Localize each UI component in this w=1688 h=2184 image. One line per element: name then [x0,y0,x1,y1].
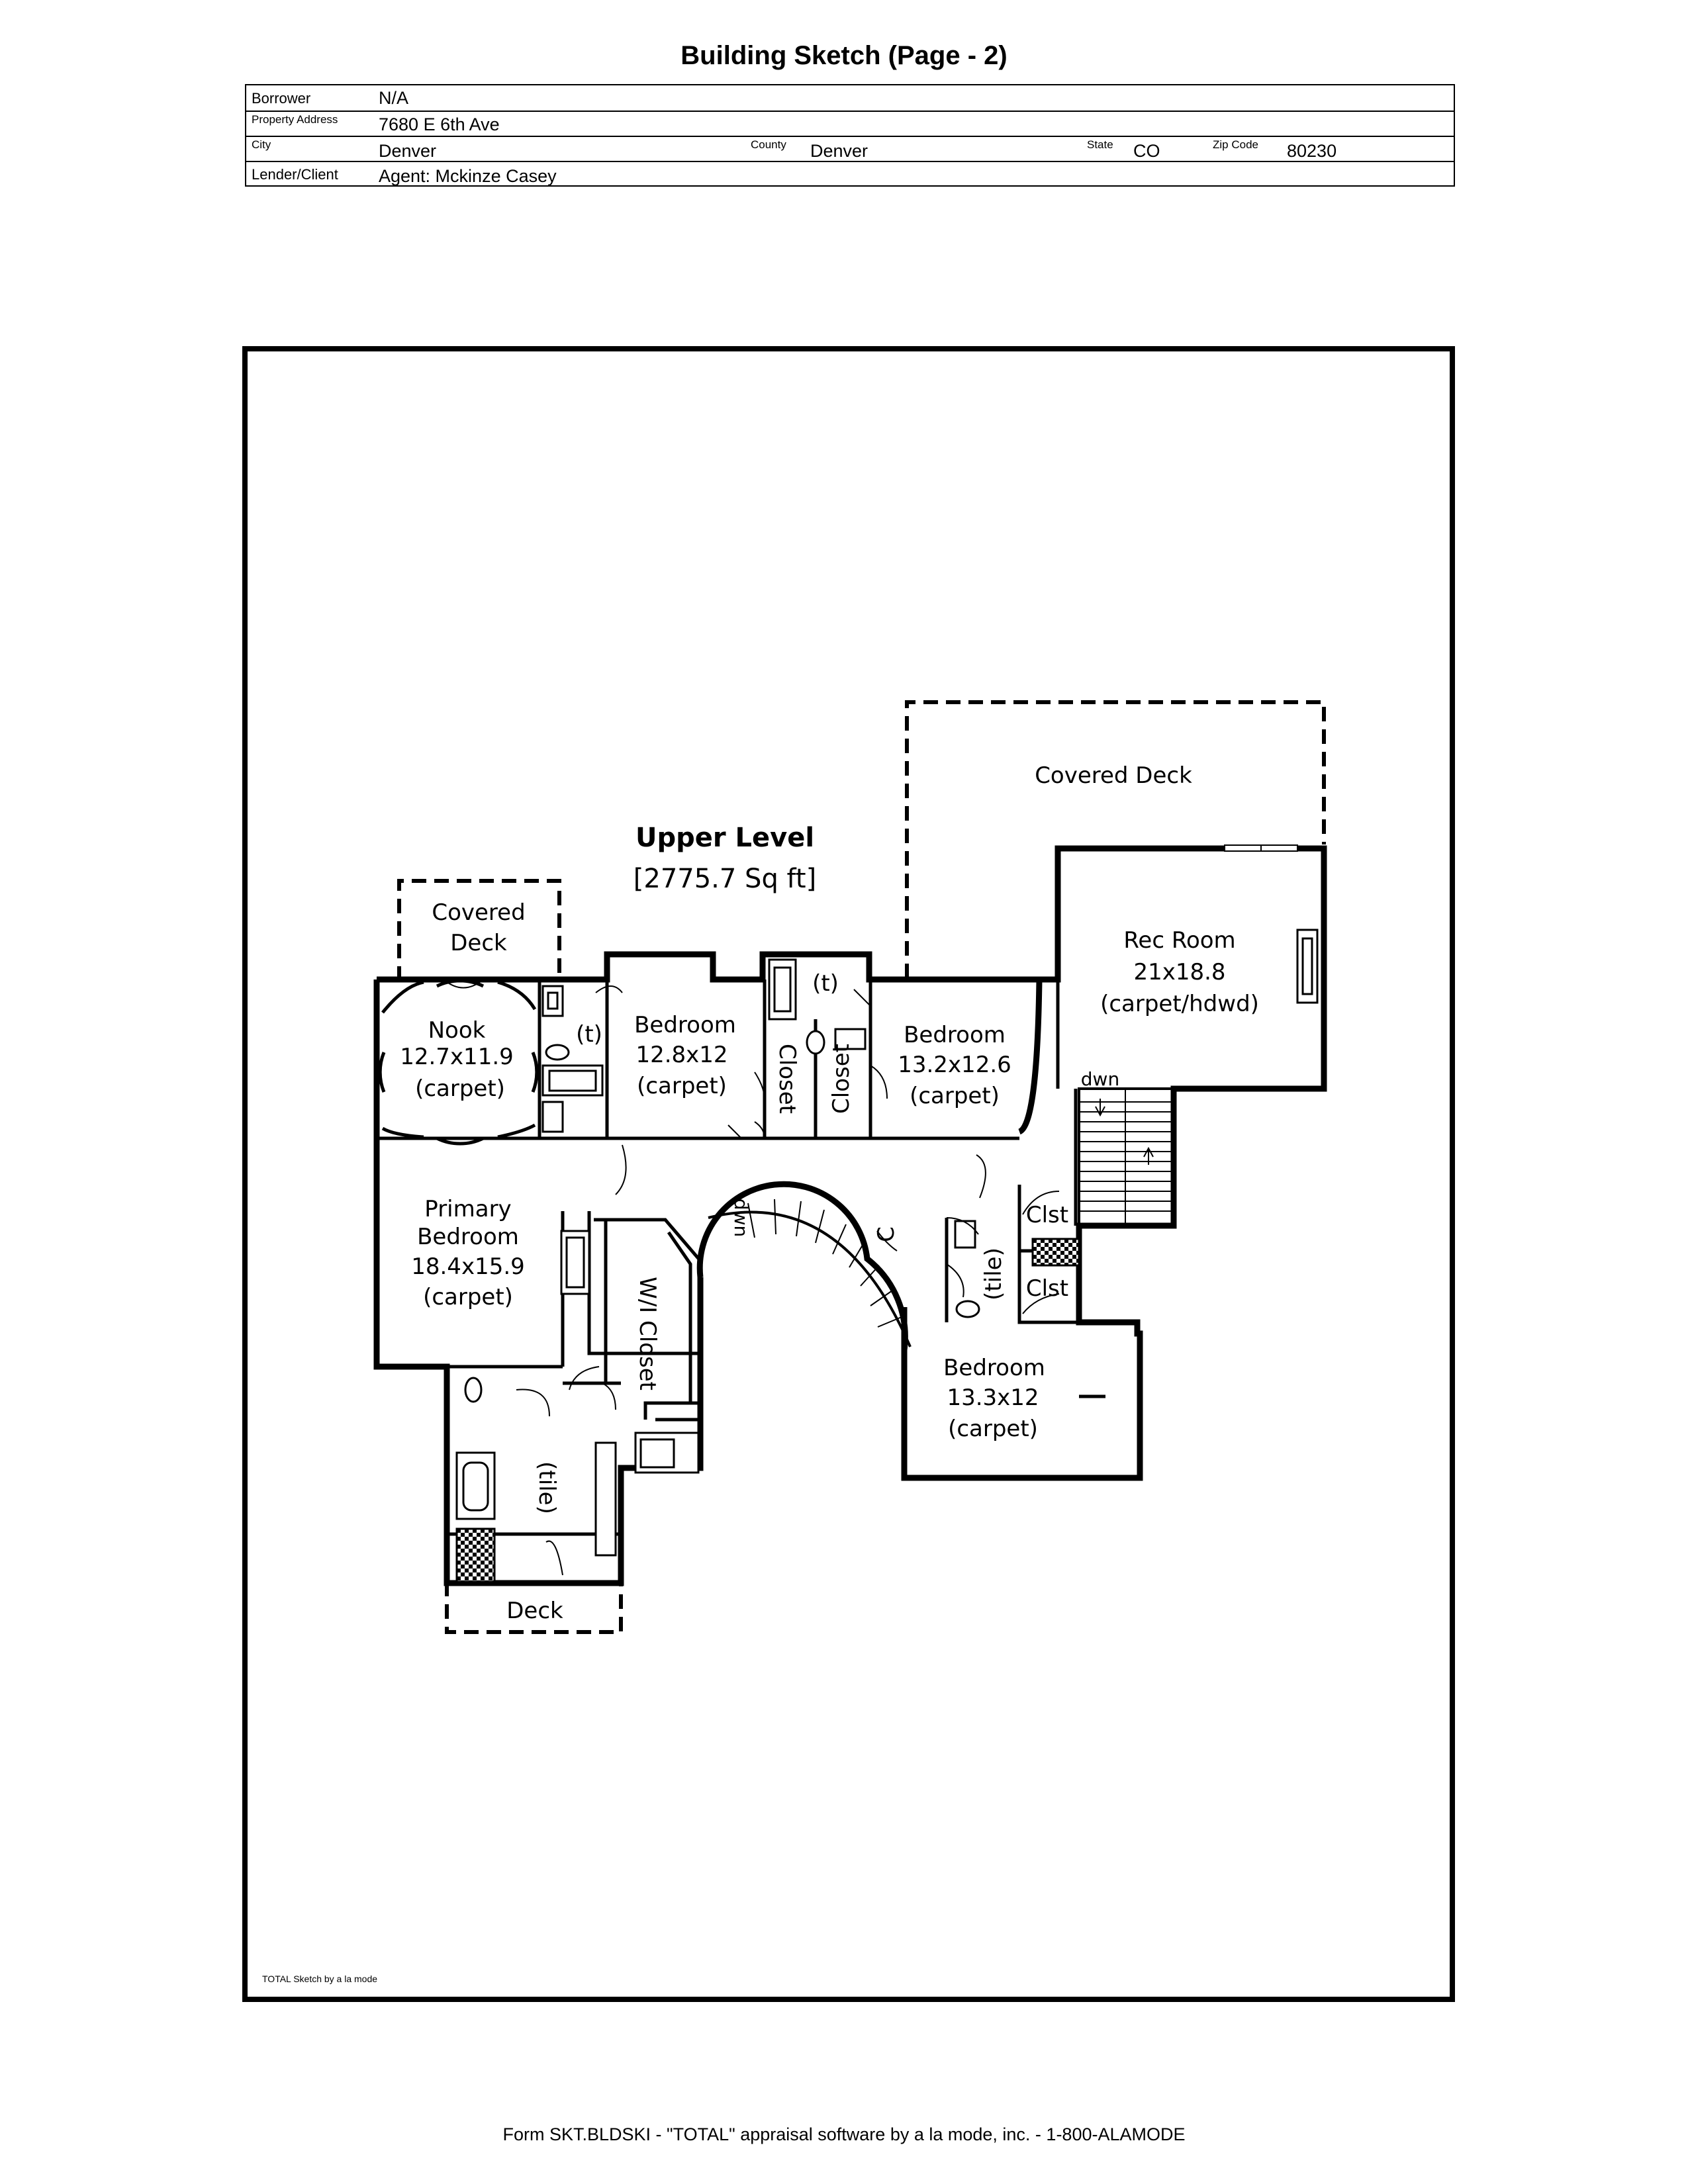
zip-label: Zip Code [1213,138,1258,151]
county-value: Denver [810,141,868,161]
lender-value: Agent: Mckinze Casey [379,166,557,186]
borrower-row: Borrower N/A [246,85,1454,112]
borrower-value: N/A [379,88,409,108]
lender-label: Lender/Client [252,166,338,183]
form-footer: Form SKT.BLDSKI - "TOTAL" appraisal soft… [502,2124,1186,2144]
city-label: City [252,138,271,151]
address-label: Property Address [252,113,338,126]
sketch-frame [242,346,1455,2002]
address-row: Property Address 7680 E 6th Ave [246,111,1454,137]
city-value: Denver [379,141,437,161]
subject-header-table: Borrower N/A Property Address 7680 E 6th… [245,84,1455,187]
state-value: CO [1133,141,1160,161]
city-row: City Denver County Denver State CO Zip C… [246,136,1454,162]
county-label: County [751,138,786,151]
sketch-credit: TOTAL Sketch by a la mode [262,1974,378,1984]
lender-row: Lender/Client Agent: Mckinze Casey [246,161,1454,187]
zip-value: 80230 [1287,141,1337,161]
state-label: State [1087,138,1113,151]
borrower-label: Borrower [252,90,311,107]
page-title: Building Sketch (Page - 2) [680,41,1008,70]
address-value: 7680 E 6th Ave [379,114,500,134]
